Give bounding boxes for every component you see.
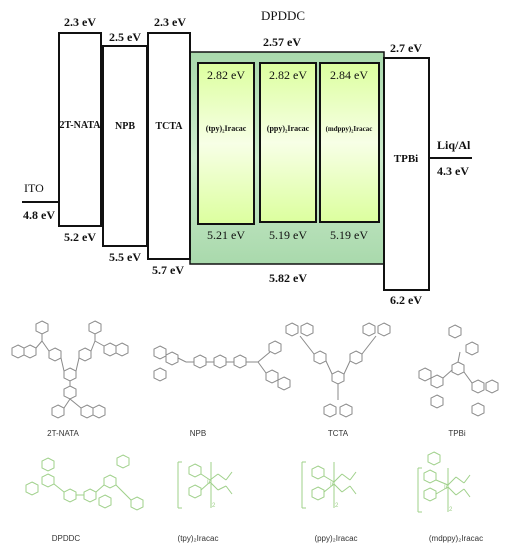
dpddc-title: DPDDC (261, 8, 305, 23)
tcta-top-label: 2.3 eV (154, 15, 186, 29)
tpy-iracac-structure (177, 461, 233, 509)
caption-dpddc: DPDDC (52, 534, 81, 543)
ppy-ir-atom: Ir (330, 482, 334, 488)
ito-label: ITO (24, 181, 44, 195)
caption-2t-nata: 2T-NATA (47, 429, 79, 438)
npb-box (102, 45, 148, 247)
caption-ppy: (ppy)₂Iracac (314, 534, 357, 543)
tpbi-top-label: 2.7 eV (390, 41, 422, 55)
tpy-top-label: 2.82 eV (207, 68, 245, 82)
dpddc-bottom-label: 5.82 eV (269, 271, 307, 285)
caption-tpy: (tpy)₂Iracac (178, 534, 219, 543)
mdppy-subscript-2: 2 (449, 507, 453, 513)
2t-nata-structure (11, 320, 129, 419)
mdppy-bottom-label: 5.19 eV (330, 228, 368, 242)
ppy-subscript-2: 2 (335, 503, 339, 509)
caption-mdppy: (mdppy)₂Iracac (429, 534, 483, 543)
dpddc-top-label: 2.57 eV (263, 35, 301, 49)
tpy-bottom-label: 5.21 eV (207, 228, 245, 242)
tpbi-bottom-label: 6.2 eV (390, 293, 422, 307)
tpy-name-label: (tpy)₂Iracac (206, 124, 247, 133)
molecular-structures: Ir Ir Ir 2 2 2 (11, 320, 499, 513)
tpy-ir-atom: Ir (207, 480, 211, 486)
npb-top-label: 2.5 eV (109, 30, 141, 44)
mdppy-iracac-structure (417, 451, 471, 513)
mdppy-dopant-box (319, 62, 380, 223)
2t-nata-top-label: 2.3 eV (64, 15, 96, 29)
ppy-bottom-label: 5.19 eV (269, 228, 307, 242)
mdppy-ir-atom: Ir (444, 485, 448, 491)
tcta-structure (285, 322, 391, 418)
ppy-iracac-structure (301, 461, 357, 509)
tpbi-box (383, 57, 430, 291)
tcta-bottom-label: 5.7 eV (152, 263, 184, 277)
dpddc-structure (25, 454, 144, 511)
caption-npb: NPB (190, 429, 206, 438)
ppy-dopant-box (259, 62, 317, 223)
tpy-subscript-2: 2 (212, 503, 216, 509)
2t-nata-box (58, 32, 102, 227)
mdppy-name-label: (mdppy)₂Iracac (326, 125, 373, 133)
mdppy-top-label: 2.84 eV (330, 68, 368, 82)
liq-al-label: Liq/Al (437, 138, 471, 152)
ppy-name-label: (ppy)₂Iracac (267, 124, 310, 133)
tcta-box (147, 32, 191, 260)
tpy-dopant-box (197, 62, 255, 225)
2t-nata-bottom-label: 5.2 eV (64, 230, 96, 244)
liq-al-bottom-label: 4.3 eV (437, 164, 469, 178)
tcta-label: TCTA (155, 121, 183, 132)
npb-label: NPB (115, 121, 135, 132)
ito-bottom-label: 4.8 eV (23, 208, 55, 222)
2t-nata-label: 2T-NATA (60, 120, 102, 131)
tpbi-label: TPBi (394, 153, 418, 165)
tpbi-structure (418, 324, 499, 417)
npb-structure (153, 340, 291, 391)
caption-tcta: TCTA (328, 429, 349, 438)
ppy-top-label: 2.82 eV (269, 68, 307, 82)
npb-bottom-label: 5.5 eV (109, 250, 141, 264)
energy-diagram: 2.3 eV 2.5 eV 2.3 eV 2.57 eV 2.7 eV 5.2 … (22, 8, 472, 307)
caption-tpbi: TPBi (448, 429, 466, 438)
